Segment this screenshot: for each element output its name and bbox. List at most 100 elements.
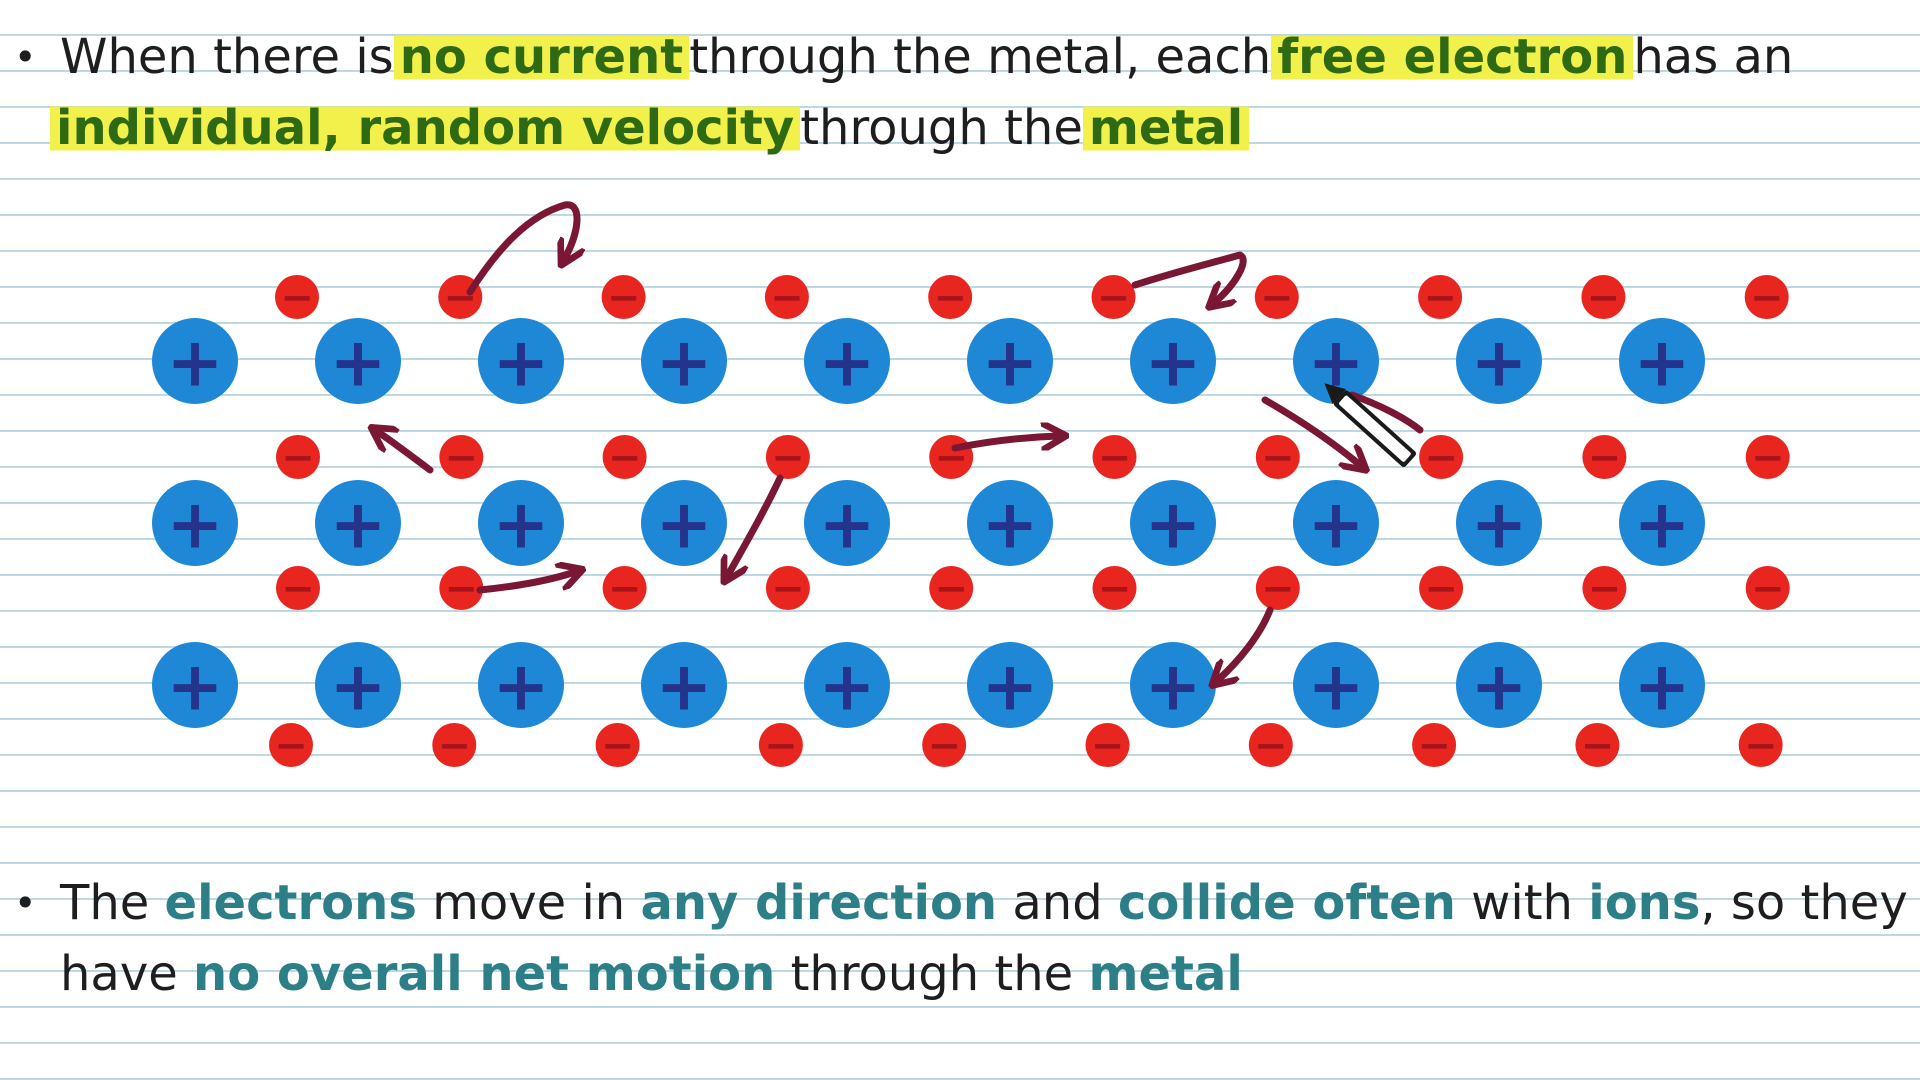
velocity-arrow [1348, 391, 1424, 434]
text-segment: and [997, 875, 1118, 931]
highlight-random-velocity: individual, random velocity [50, 100, 801, 156]
text-segment: The [60, 875, 165, 931]
electron-sign-label: − [934, 435, 968, 481]
electron-sign-label: − [770, 275, 804, 321]
highlight-metal: metal [1082, 100, 1250, 156]
electron-sign-label: − [1751, 435, 1785, 481]
highlight-no-current: no current [393, 29, 690, 85]
positive-ion: + [1293, 318, 1379, 404]
bullet-2-line-1: The electrons move in any direction and … [60, 875, 1908, 931]
ion-sign-label: + [167, 648, 224, 727]
free-electron: − [1248, 723, 1293, 769]
ion-sign-label: + [656, 648, 713, 727]
free-electron: − [1582, 566, 1627, 612]
ion-sign-label: + [1471, 486, 1528, 565]
bullet-dot: • [14, 881, 37, 925]
emphasis-ions: ions [1588, 875, 1701, 931]
positive-ion: + [1456, 642, 1542, 728]
ion-sign-label: + [1308, 324, 1365, 403]
text-segment: move in [416, 875, 641, 931]
free-electron: − [929, 566, 974, 612]
ion-sign-label: + [1634, 324, 1691, 403]
free-electron: − [929, 435, 974, 481]
positive-ion: + [1130, 318, 1216, 404]
ion-sign-label: + [1145, 324, 1202, 403]
free-electron: − [1418, 275, 1463, 321]
positive-ion: + [478, 318, 564, 404]
ions-layer: ++++++++++++++++++++++++++++++ [152, 318, 1705, 728]
ion-sign-label: + [819, 648, 876, 727]
velocity-arrow [378, 432, 434, 474]
free-electron: − [764, 275, 809, 321]
free-electron: − [765, 435, 810, 481]
free-electron: − [1419, 566, 1464, 612]
electron-sign-label: − [438, 723, 472, 769]
text-segment: through the [775, 946, 1089, 1002]
electron-sign-label: − [771, 566, 805, 612]
electron-sign-label: − [934, 566, 968, 612]
pen-icon [1324, 383, 1417, 468]
free-electron: − [1744, 275, 1789, 321]
ion-sign-label: + [819, 324, 876, 403]
electron-sign-label: − [1751, 566, 1785, 612]
free-electron: − [1092, 566, 1137, 612]
emphasis-no-overall-net-motion: no overall net motion [193, 946, 776, 1002]
bullet-2-line-2: have no overall net motion through the m… [14, 939, 1908, 1010]
ion-sign-label: + [819, 486, 876, 565]
positive-ion: + [967, 642, 1053, 728]
electron-sign-label: − [1424, 566, 1458, 612]
positive-ion: + [1456, 318, 1542, 404]
positive-ion: + [804, 642, 890, 728]
velocity-arrow [951, 436, 1058, 452]
positive-ion: + [804, 318, 890, 404]
positive-ion: + [315, 318, 401, 404]
ion-sign-label: + [493, 324, 550, 403]
text-segment: has an [1633, 29, 1794, 85]
electron-sign-label: − [1261, 566, 1295, 612]
electron-sign-label: − [764, 723, 798, 769]
electron-sign-label: − [1260, 275, 1294, 321]
positive-ion: + [967, 480, 1053, 566]
ion-sign-label: + [1634, 486, 1691, 565]
positive-ion: + [478, 642, 564, 728]
ion-sign-label: + [1634, 648, 1691, 727]
free-electron: − [1254, 275, 1299, 321]
free-electron: − [1091, 275, 1136, 321]
free-electron: − [1745, 566, 1790, 612]
velocity-arrow [1261, 396, 1360, 465]
velocity-arrow [1131, 251, 1247, 302]
emphasis-metal: metal [1088, 946, 1243, 1002]
electron-sign-label: − [445, 435, 479, 481]
electron-sign-label: − [771, 435, 805, 481]
positive-ion: + [1293, 480, 1379, 566]
arrows-layer [378, 201, 1424, 680]
positive-ion: + [1619, 642, 1705, 728]
velocity-arrow [476, 572, 575, 594]
ion-sign-label: + [1471, 324, 1528, 403]
positive-ion: + [152, 642, 238, 728]
ion-sign-label: + [1145, 486, 1202, 565]
free-electron: − [275, 275, 319, 321]
pen-body-inner [1339, 395, 1411, 462]
electron-sign-label: − [1750, 275, 1784, 321]
ion-sign-label: + [982, 324, 1039, 403]
free-electron: − [439, 566, 484, 612]
free-electron: − [601, 275, 646, 321]
free-electron: − [1412, 723, 1457, 769]
text-segment: through the [800, 100, 1083, 156]
positive-ion: + [1293, 642, 1379, 728]
electron-sign-label: − [1423, 275, 1457, 321]
highlight-free-electron: free electron [1271, 29, 1634, 85]
free-electron: − [438, 275, 483, 321]
bullet-dot: • [14, 35, 37, 79]
free-electron: − [1575, 723, 1620, 769]
free-electron: − [1581, 275, 1626, 321]
ion-sign-label: + [330, 324, 387, 403]
free-electron: − [1419, 435, 1464, 481]
electron-sign-label: − [601, 723, 635, 769]
text-segment: have [60, 946, 194, 1002]
ion-sign-label: + [656, 486, 713, 565]
ion-sign-label: + [330, 486, 387, 565]
